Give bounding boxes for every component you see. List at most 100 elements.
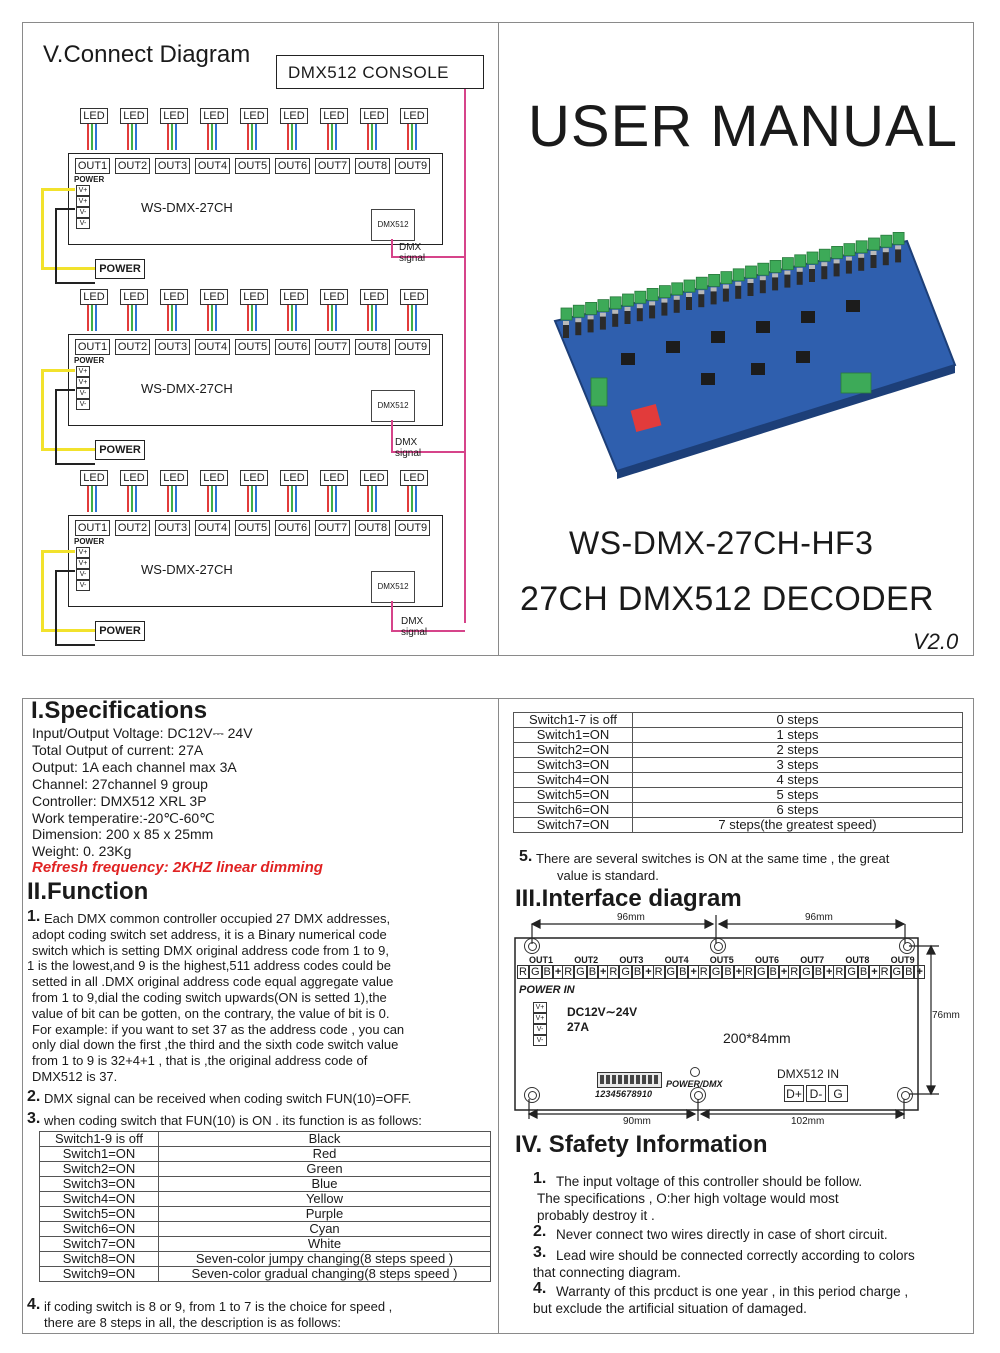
mosfet bbox=[882, 251, 889, 266]
mosfet bbox=[796, 270, 803, 285]
dip-key bbox=[642, 1075, 646, 1084]
function-p1-line: value of bit can be gotten, on the contr… bbox=[32, 1005, 390, 1021]
wire bbox=[367, 486, 369, 512]
led-wires bbox=[167, 486, 181, 512]
g-pin: G bbox=[619, 965, 632, 979]
wire bbox=[367, 305, 369, 331]
wire bbox=[207, 305, 209, 331]
wire bbox=[167, 486, 169, 512]
screw-terminal bbox=[806, 251, 819, 265]
mosfet-tab bbox=[624, 307, 631, 311]
ic-chip bbox=[756, 321, 770, 333]
screw-terminal bbox=[769, 260, 782, 273]
wire bbox=[211, 124, 213, 150]
wire bbox=[415, 305, 417, 331]
wire bbox=[371, 486, 373, 512]
safety-3-b: that connecting diagram. bbox=[533, 1265, 681, 1280]
dmx512-port: DMX512 bbox=[371, 571, 415, 603]
power-wire-positive bbox=[41, 448, 95, 451]
led-wires bbox=[87, 124, 101, 150]
switch-cell: Switch9=ON bbox=[39, 1266, 159, 1282]
led-wires bbox=[367, 486, 381, 512]
wire bbox=[255, 305, 257, 331]
wire bbox=[135, 486, 137, 512]
cover-panel: USER MANUAL WS-DMX-27CH-HF3 27CH DMX512 … bbox=[498, 22, 974, 656]
led-wires bbox=[247, 124, 261, 150]
g-pin: G bbox=[845, 965, 858, 979]
mosfet-tab bbox=[821, 262, 828, 267]
safety-1-c: probably destroy it . bbox=[537, 1208, 655, 1223]
power-wire-negative bbox=[55, 208, 75, 210]
led-wires bbox=[207, 124, 221, 150]
screw-terminal bbox=[880, 234, 893, 248]
mosfet-tab bbox=[563, 321, 569, 325]
dip-key bbox=[600, 1075, 604, 1084]
output-port: OUT5 bbox=[235, 339, 270, 355]
wire bbox=[91, 486, 93, 512]
wire bbox=[287, 124, 289, 150]
dmx512-port: DMX512 bbox=[371, 390, 415, 422]
wire bbox=[335, 486, 337, 512]
output-port: OUT7 bbox=[315, 339, 350, 355]
led-box: LED bbox=[160, 108, 188, 124]
led-box: LED bbox=[120, 470, 148, 486]
screw-terminal bbox=[794, 254, 807, 268]
dmx-console-label: DMX512 CONSOLE bbox=[288, 63, 449, 82]
value-cell: Seven-color gradual changing(8 steps spe… bbox=[158, 1266, 491, 1282]
wire bbox=[371, 305, 373, 331]
function-p1-line: Each DMX common controller occupied 27 D… bbox=[44, 911, 391, 926]
wire bbox=[247, 486, 249, 512]
mosfet-tab bbox=[870, 251, 877, 255]
wire bbox=[135, 305, 137, 331]
wire bbox=[95, 124, 97, 150]
led-box: LED bbox=[200, 289, 228, 305]
screw-terminal bbox=[720, 271, 733, 284]
dim-96mm-left: 96mm bbox=[617, 912, 645, 923]
wire bbox=[207, 124, 209, 150]
led-wires bbox=[407, 486, 421, 512]
wire bbox=[295, 124, 297, 150]
wire bbox=[295, 305, 297, 331]
led-box: LED bbox=[240, 108, 268, 124]
wire bbox=[171, 124, 173, 150]
value-cell: 2 steps bbox=[632, 742, 963, 758]
power-input-label: POWER bbox=[74, 175, 105, 184]
dmx-signal-trunk bbox=[464, 89, 466, 623]
g-pin: G bbox=[574, 965, 587, 979]
switch-cell: Switch3=ON bbox=[513, 757, 633, 773]
value-cell: Green bbox=[158, 1161, 491, 1177]
mosfet bbox=[710, 290, 717, 305]
mount-hole-top-middle bbox=[710, 938, 726, 954]
wire bbox=[331, 305, 333, 331]
power-wire-positive bbox=[41, 369, 75, 372]
mosfet bbox=[821, 265, 828, 280]
function-p5-a: There are several switches is ON at the … bbox=[536, 851, 890, 866]
screw-terminal bbox=[818, 248, 831, 262]
mosfet bbox=[636, 307, 643, 322]
wire bbox=[247, 305, 249, 331]
ic-chip bbox=[751, 363, 765, 375]
dip-key bbox=[606, 1075, 610, 1084]
output-port: OUT7 bbox=[315, 158, 350, 174]
power-wire-negative bbox=[55, 644, 95, 646]
mount-hole-bottom-right bbox=[897, 1087, 913, 1103]
voltage-terminal: V+ bbox=[76, 366, 90, 377]
dim-76mm: 76mm bbox=[932, 1010, 960, 1021]
dmx-signal-wire bbox=[391, 239, 393, 257]
switch-cell: Switch1-9 is off bbox=[39, 1131, 159, 1147]
spec-line: Channel: 27channel 9 group bbox=[32, 775, 208, 792]
mosfet bbox=[784, 273, 791, 288]
mount-hole-top-left bbox=[524, 938, 540, 954]
power-dmx-led bbox=[690, 1067, 700, 1077]
b-pin: B bbox=[767, 965, 779, 979]
function-p3-num: 3. bbox=[27, 1110, 41, 1127]
dmx-in-terminal: D- bbox=[806, 1085, 826, 1102]
mosfet bbox=[563, 324, 569, 338]
output-port: OUT3 bbox=[155, 339, 190, 355]
mosfet bbox=[870, 254, 877, 268]
power-wire-positive bbox=[41, 629, 95, 632]
